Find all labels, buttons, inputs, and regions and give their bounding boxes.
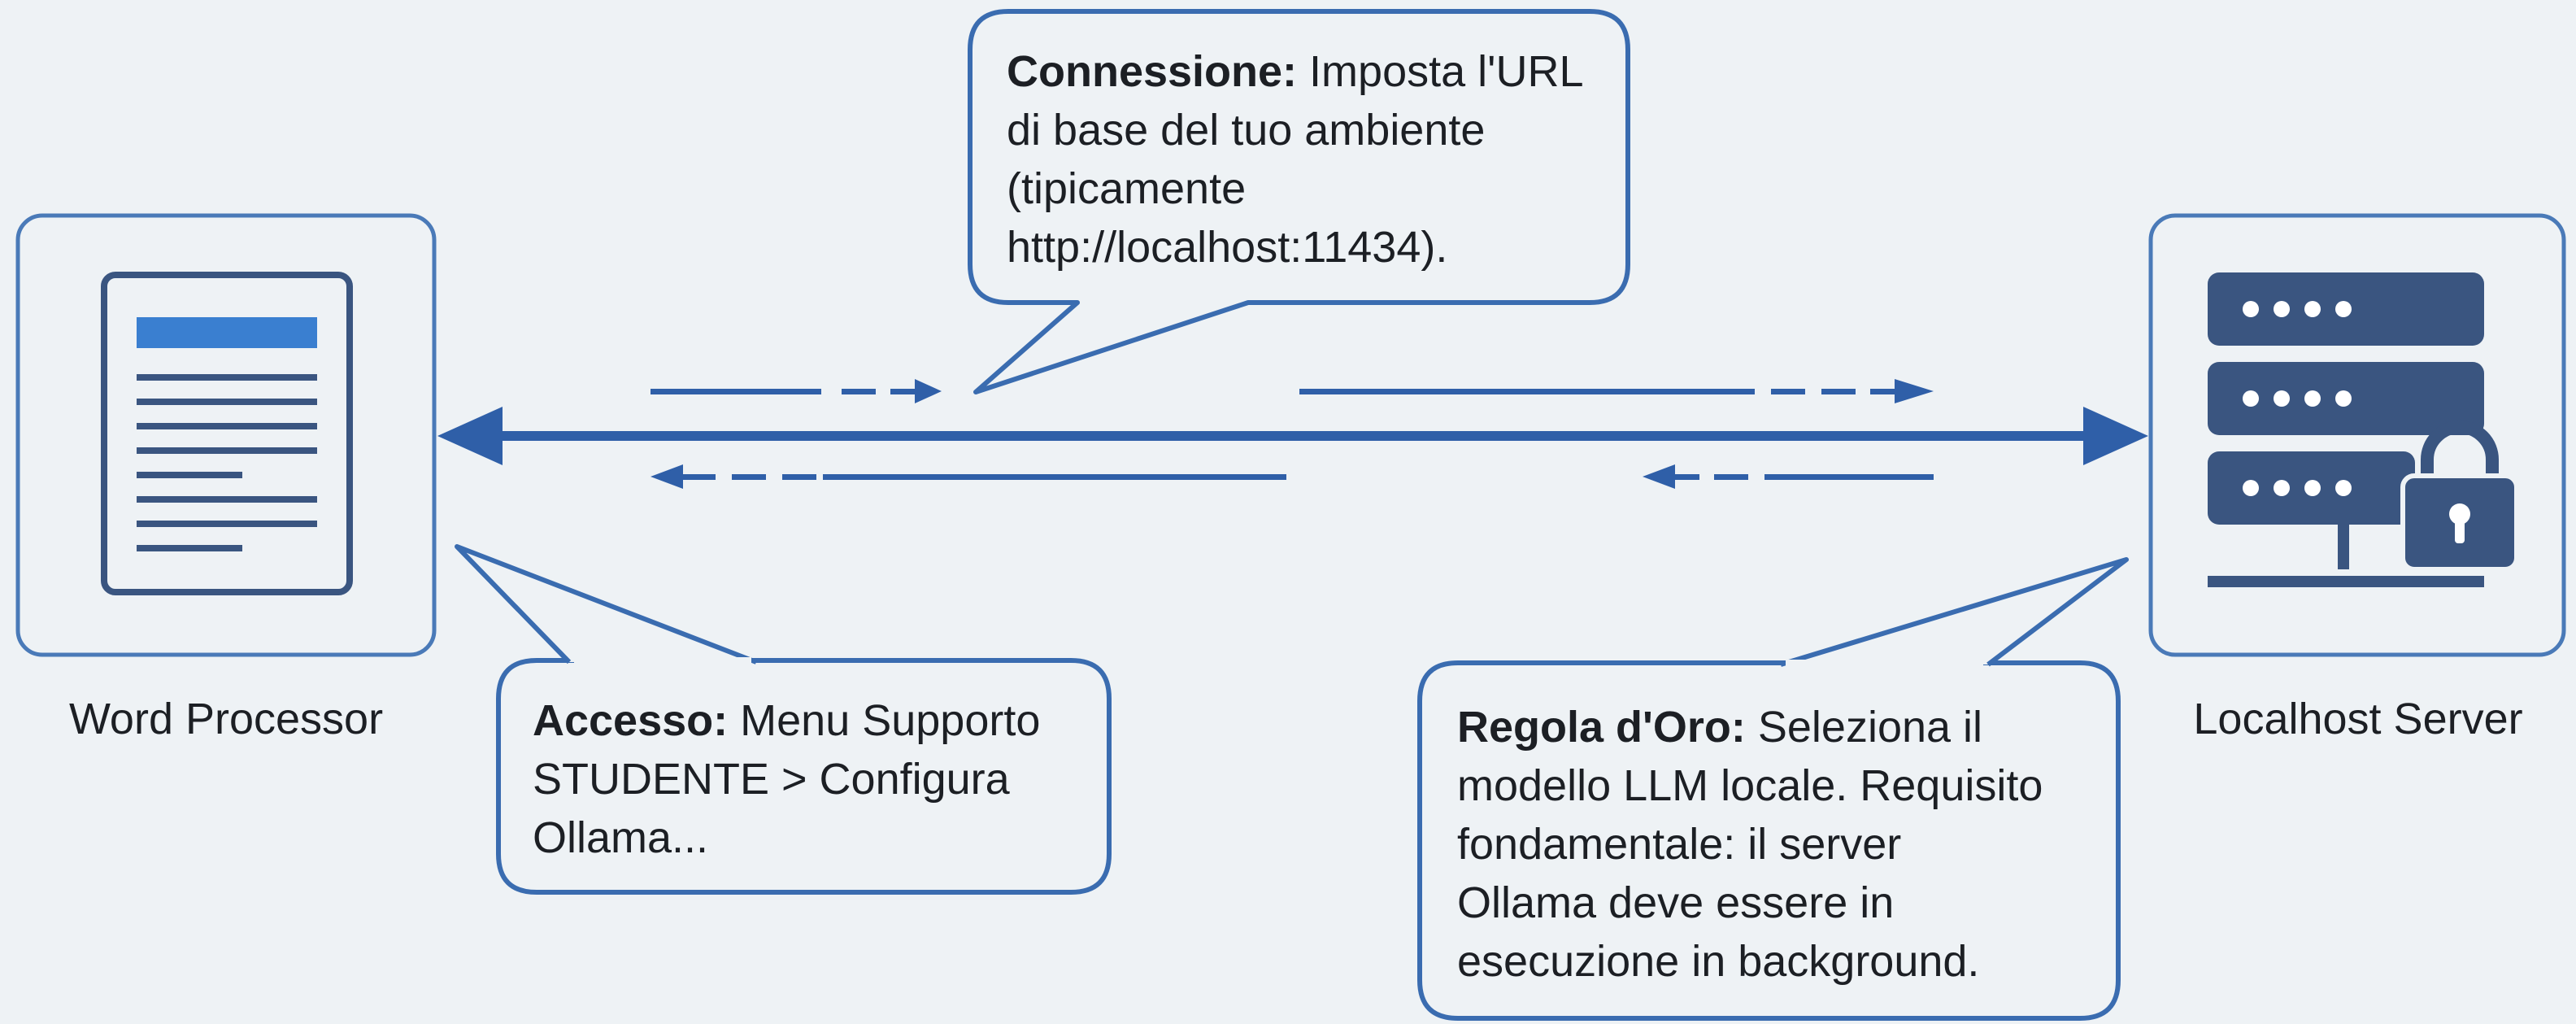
callout-left-bubble: [496, 658, 1112, 895]
callout-left-heading: Accesso:: [533, 696, 729, 745]
callout-top-bubble: [968, 9, 1630, 394]
flow-arrow-lower-right: [1643, 464, 1934, 489]
flow-arrow-upper-right: [1299, 379, 1934, 403]
callout-right-line: Ollama deve essere in: [1457, 878, 1895, 927]
callout-left-line: Menu Supporto: [728, 696, 1041, 745]
callout-right-bubble: [1417, 660, 2121, 1021]
server-lock-icon: [2208, 272, 2519, 587]
callout-right-heading: Regola d'Oro:: [1457, 703, 1746, 752]
callout-top-line: (tipicamente: [1007, 164, 1247, 213]
flow-arrow-upper-left: [651, 379, 942, 403]
callout-right-pointer: [1780, 557, 2129, 667]
callout-left-line: Ollama...: [533, 813, 709, 862]
callout-top-heading: Connessione:: [1007, 47, 1298, 96]
callout-right-line: fondamentale: il server: [1457, 820, 1902, 869]
localhost-server-label: Localhost Server: [2193, 695, 2523, 743]
callout-top-line: Imposta l'URL: [1297, 47, 1584, 96]
word-processor-label: Word Processor: [68, 695, 384, 743]
callout-right-line: modello LLM locale. Requisito: [1457, 761, 2043, 810]
flow-arrow-lower-left: [651, 464, 1286, 489]
main-connector: [437, 407, 2148, 465]
callout-left-text: Accesso: Menu Supporto STUDENTE > Config…: [533, 691, 1102, 867]
callout-right-line: Seleziona il: [1745, 703, 1983, 752]
callout-top-line: http://localhost:11434).: [1007, 223, 1448, 272]
callout-right-text: Regola d'Oro: Seleziona il modello LLM l…: [1457, 698, 2108, 991]
callout-top-line: di base del tuo ambiente: [1007, 106, 1486, 155]
document-icon: [101, 272, 353, 595]
callout-left-pointer: [455, 544, 758, 665]
callout-right-line: esecuzione in background.: [1457, 937, 1980, 986]
callout-top-text: Connessione: Imposta l'URL di base del t…: [1007, 42, 1608, 277]
callout-left-line: STUDENTE > Configura: [533, 755, 1010, 804]
